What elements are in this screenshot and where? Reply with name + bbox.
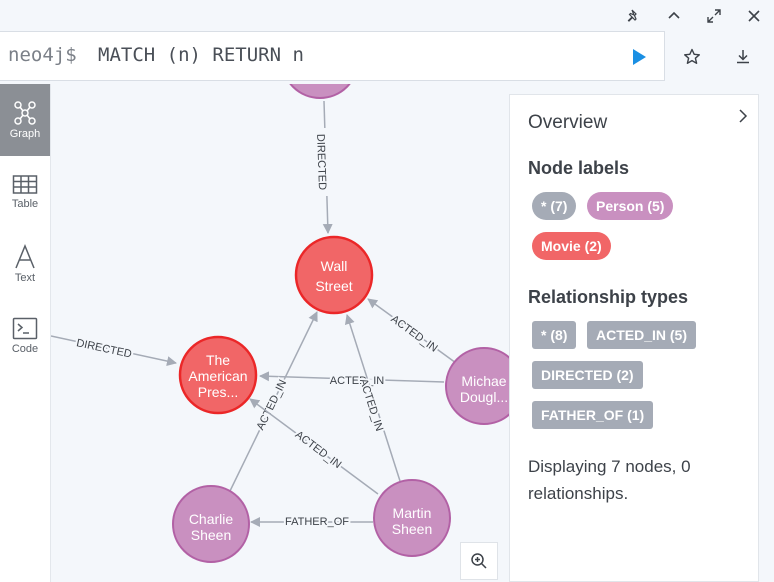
node-caption: Charlie — [189, 511, 234, 527]
relationship-types-heading: Relationship types — [528, 287, 689, 307]
rel-chip-all[interactable]: * (8) — [532, 321, 577, 349]
node-labels-heading: Node labels — [528, 158, 630, 178]
node-caption: Street — [315, 278, 352, 294]
label-chip-all[interactable]: * (7) — [532, 192, 577, 220]
relationship[interactable]: DIRECTED — [51, 335, 177, 366]
query-editor[interactable]: neo4j$ MATCH (n) RETURN n — [0, 31, 665, 81]
node-person-top[interactable] — [282, 84, 358, 99]
node-movie-wall-street[interactable]: Wall Street — [294, 235, 374, 315]
collapse-panel-button[interactable] — [732, 105, 754, 127]
code-icon — [12, 317, 38, 340]
rel-chip-directed[interactable]: DIRECTED (2) — [532, 361, 643, 389]
favorite-button[interactable] — [675, 42, 709, 72]
relationship[interactable]: ACTED_IN — [259, 371, 445, 389]
node-person-martin-sheen[interactable]: Martin Sheen — [373, 479, 451, 557]
node-caption: Wall — [321, 258, 348, 274]
node-person-michael-douglas[interactable]: Michae Dougl... — [445, 347, 510, 425]
zoom-in-button[interactable] — [460, 542, 498, 580]
view-tab-label: Table — [11, 198, 39, 210]
relationship[interactable]: FATHER_OF — [250, 514, 373, 530]
view-tab-label: Text — [14, 272, 36, 284]
node-caption: Dougl... — [460, 389, 508, 405]
relationship[interactable]: ACTED_IN — [367, 298, 457, 364]
window-top-bar — [0, 0, 774, 30]
graph-svg[interactable]: DIRECTED DIRECTED ACTED_IN ACTED_IN ACTE… — [51, 84, 510, 582]
relationship[interactable]: ACTED_IN — [344, 314, 401, 482]
view-switcher: Graph Table Text Code — [0, 84, 51, 582]
display-status: Displaying 7 nodes, 0 relationships. — [528, 457, 691, 503]
run-button[interactable] — [626, 45, 650, 69]
expand-icon[interactable] — [703, 5, 725, 27]
node-person-charlie-sheen[interactable]: Charlie Sheen — [172, 485, 250, 563]
node-caption: Sheen — [191, 527, 231, 543]
pin-icon[interactable] — [623, 5, 645, 27]
node-caption: Martin — [393, 505, 432, 521]
download-button[interactable] — [726, 42, 760, 72]
view-tab-label: Code — [11, 343, 39, 355]
rel-label: ACTED_IN — [389, 313, 440, 355]
query-text[interactable]: MATCH (n) RETURN n — [98, 44, 304, 66]
label-chip-person[interactable]: Person (5) — [587, 192, 674, 220]
star-icon — [684, 48, 700, 64]
node-caption: Michae — [461, 373, 506, 389]
rel-label: DIRECTED — [314, 134, 328, 191]
view-tab-table[interactable]: Table — [0, 156, 50, 228]
table-icon — [12, 175, 38, 194]
graph-icon — [14, 101, 36, 125]
rel-chip-acted-in[interactable]: ACTED_IN (5) — [587, 321, 697, 349]
download-icon — [737, 50, 749, 64]
text-icon — [15, 244, 35, 269]
rel-label: DIRECTED — [75, 337, 133, 360]
zoom-in-icon — [471, 553, 487, 569]
overview-title: Overview — [528, 112, 608, 133]
node-caption: Pres... — [198, 384, 238, 400]
graph-canvas[interactable]: DIRECTED DIRECTED ACTED_IN ACTED_IN ACTE… — [51, 84, 510, 582]
node-caption: Sheen — [392, 521, 432, 537]
play-icon — [633, 49, 646, 65]
editor-prompt: neo4j$ — [8, 44, 77, 66]
rel-chip-father-of[interactable]: FATHER_OF (1) — [532, 401, 654, 429]
relationship[interactable]: DIRECTED — [314, 100, 333, 234]
rel-label: ACTED_IN — [293, 429, 344, 471]
overview-panel: Overview Node labels * (7) Person (5) Mo… — [509, 94, 759, 582]
label-chip-movie[interactable]: Movie (2) — [532, 232, 611, 260]
rel-label: FATHER_OF — [285, 516, 349, 528]
view-tab-code[interactable]: Code — [0, 300, 50, 372]
chevron-right-icon — [739, 109, 748, 123]
view-tab-graph[interactable]: Graph — [0, 84, 50, 156]
view-tab-text[interactable]: Text — [0, 228, 50, 300]
relationship[interactable]: ACTED_IN — [249, 398, 379, 495]
rel-label: ACTED_IN — [330, 375, 384, 387]
node-movie-american-president[interactable]: The American Pres... — [178, 335, 258, 415]
node-caption: American — [188, 368, 247, 384]
node-caption: The — [206, 352, 230, 368]
chevron-up-icon[interactable] — [663, 5, 685, 27]
close-icon[interactable] — [743, 5, 765, 27]
view-tab-label: Graph — [9, 128, 41, 140]
